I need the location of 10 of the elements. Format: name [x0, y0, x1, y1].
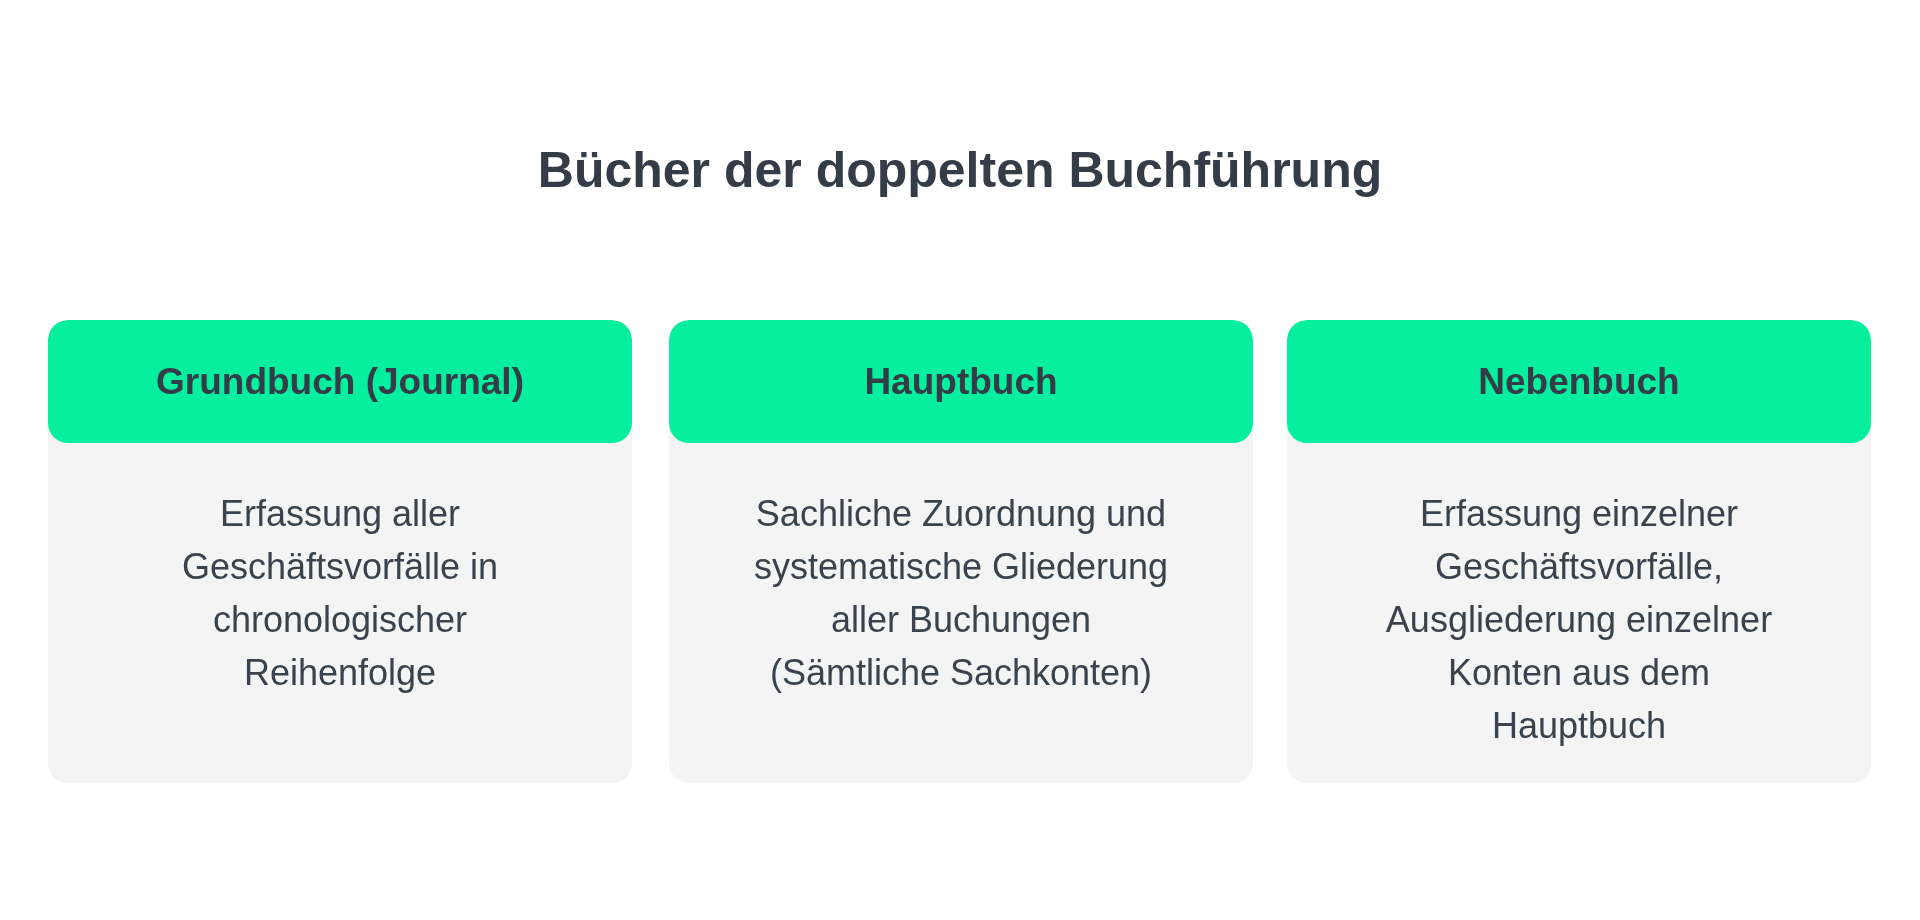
card-heading: Nebenbuch: [1478, 359, 1680, 404]
card-heading: Grundbuch (Journal): [156, 359, 524, 404]
info-card: [48, 320, 632, 783]
card-heading: Hauptbuch: [864, 359, 1058, 404]
info-card: [669, 320, 1253, 783]
card-description: Sachliche Zuordnung und systematische Gliederung aller Buchungen (Sämtliche Sachkonten): [752, 492, 1170, 695]
card-description: Erfassung aller Geschäftsvorfälle in chronologischer Reihenfolge: [180, 492, 500, 695]
info-card: [1287, 320, 1871, 783]
card-description: Erfassung einzelner Geschäftsvorfälle, Ausgliederung einzelner Konten aus dem Hauptbuch: [1384, 492, 1774, 748]
diagram-title: Bücher der doppelten Buchführung: [537, 141, 1383, 200]
